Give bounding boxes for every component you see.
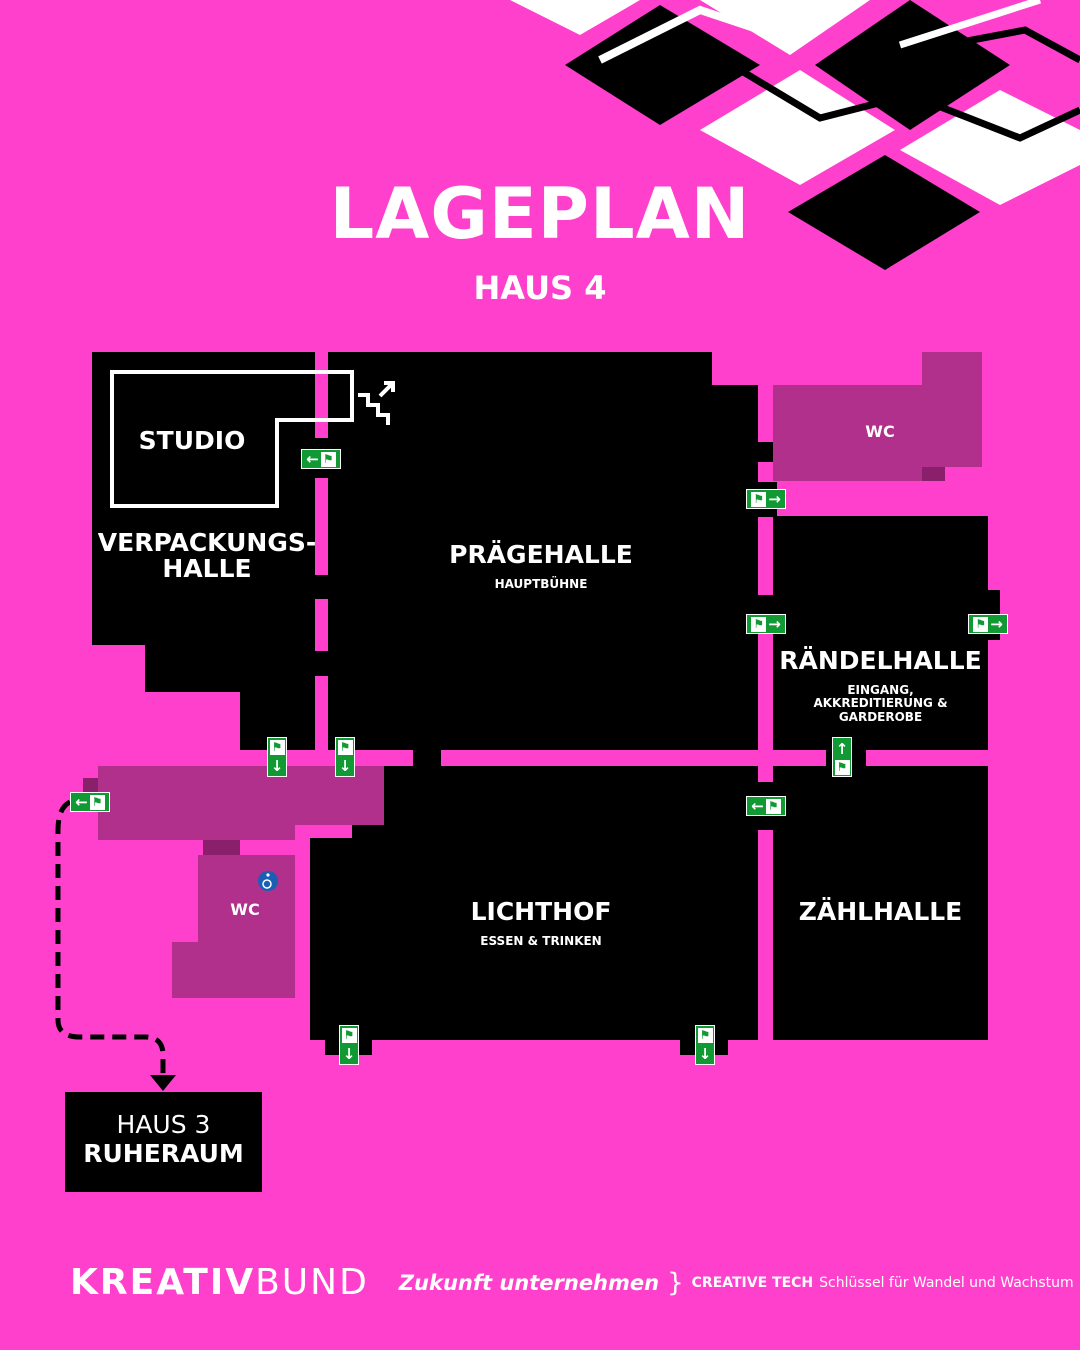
label-zaehlhalle: ZÄHLHALLE xyxy=(798,897,963,926)
label-raendelhalle: RÄNDELHALLE EINGANG, AKKREDITIERUNG & GA… xyxy=(773,646,988,724)
haus3-box: HAUS 3 RUHERAUM xyxy=(65,1092,262,1192)
label-praegehalle: PRÄGEHALLE HAUPTBÜHNE xyxy=(400,540,682,592)
room-lichthof xyxy=(310,766,758,1055)
exit-sign-left: ←⚑ xyxy=(301,449,341,469)
label-line: LICHTHOF xyxy=(470,897,612,926)
footer: KREATIVBUND Zukunft unternehmen } CREATI… xyxy=(70,1262,1074,1303)
connector xyxy=(312,575,332,599)
brace-divider: } xyxy=(667,1267,684,1298)
logo-bold: KREATIV xyxy=(70,1262,256,1303)
label-wc-bottom: WC xyxy=(230,900,260,919)
wc-top-tab xyxy=(922,467,945,481)
label-sub: HAUPTBÜHNE xyxy=(494,577,588,592)
haus3-label: HAUS 3 xyxy=(116,1110,211,1139)
exit-sign-left: ←⚑ xyxy=(70,792,110,812)
exit-sign-left: ←⚑ xyxy=(746,796,786,816)
label-line: RÄNDELHALLE xyxy=(779,646,982,675)
wheelchair-icon xyxy=(258,871,278,891)
page-title: LAGEPLAN xyxy=(329,173,751,255)
label-sub: EINGANG, AKKREDITIERUNG & GARDEROBE xyxy=(773,684,988,724)
label-line: VERPACKUNGS- xyxy=(97,528,317,557)
exit-sign-down: ⚑↓ xyxy=(335,737,355,777)
stairs-icon xyxy=(358,381,395,425)
exit-sign-down: ⚑↓ xyxy=(695,1025,715,1065)
arrow-down-icon xyxy=(150,1075,176,1091)
label-line: HALLE xyxy=(162,554,252,584)
corridor xyxy=(98,766,384,840)
label-wc-top: WC xyxy=(865,422,895,441)
connector xyxy=(312,651,332,676)
slogan: Zukunft unternehmen xyxy=(398,1270,660,1295)
exit-sign-right: ⚑→ xyxy=(746,489,786,509)
exit-sign-right: ⚑→ xyxy=(968,614,1008,634)
room-verpackungshalle xyxy=(92,352,315,750)
exit-sign-right: ⚑→ xyxy=(746,614,786,634)
exit-sign-down: ⚑↓ xyxy=(267,737,287,777)
label-studio: STUDIO xyxy=(138,426,246,455)
tagline: Schlüssel für Wandel und Wachstum xyxy=(819,1274,1074,1291)
connector xyxy=(755,442,777,462)
studio-outline xyxy=(110,370,354,508)
label-line: PRÄGEHALLE xyxy=(449,540,633,569)
room-zaehlhalle xyxy=(773,766,988,1040)
route-to-haus3 xyxy=(55,799,166,1075)
haus3-room: RUHERAUM xyxy=(83,1139,244,1168)
page-subtitle: HAUS 4 xyxy=(473,269,607,307)
creative-tech-label: CREATIVE TECH xyxy=(691,1274,814,1291)
room-raendelhalle xyxy=(773,516,1000,750)
exit-sign-down: ⚑↓ xyxy=(339,1025,359,1065)
wc-bottom-door xyxy=(203,840,240,855)
label-lichthof: LICHTHOF ESSEN & TRINKEN xyxy=(400,897,682,949)
wc-bottom-area xyxy=(172,855,295,998)
label-line: EINGANG, xyxy=(847,683,914,698)
kreativbund-logo: KREATIVBUND xyxy=(70,1262,369,1303)
decorative-diamonds xyxy=(510,0,1080,270)
label-sub: ESSEN & TRINKEN xyxy=(480,934,602,949)
label-line: AKKREDITIERUNG & xyxy=(813,696,948,711)
label-verpackungshalle: VERPACKUNGS- HALLE xyxy=(92,528,322,584)
exit-sign-up: ↑⚑ xyxy=(832,737,852,777)
room-praegehalle xyxy=(328,352,758,750)
label-line: GARDEROBE xyxy=(838,709,923,724)
logo-light: BUND xyxy=(255,1262,369,1303)
wc-top-area xyxy=(773,352,982,481)
